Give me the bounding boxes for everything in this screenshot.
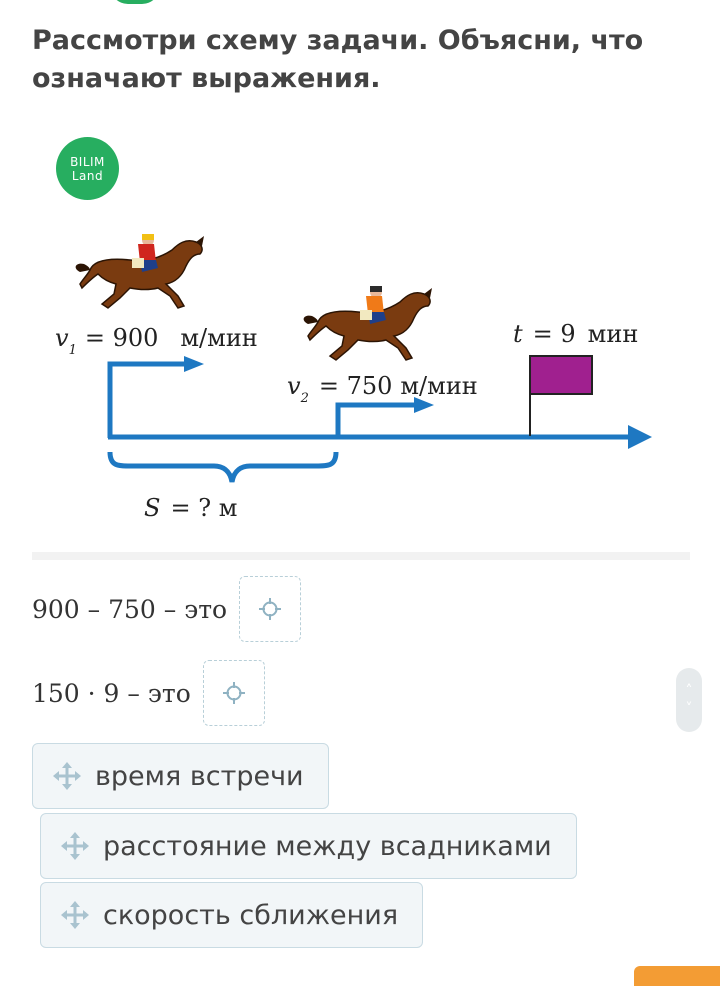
answer-label-2: расстояние между всадниками [103,830,552,862]
speed-arrow-2-head [414,397,434,413]
speed-arrow-2 [335,402,416,436]
header-decoration [110,0,160,4]
section-divider [32,552,690,560]
rider-1-icon [75,234,204,309]
logo-line1: BILIM [70,154,105,169]
scroll-control[interactable]: ˄ ˅ [676,668,702,732]
answer-label-3: скорость сближения [103,899,399,931]
expression-row-2: 150 · 9 – это [32,660,265,726]
speed-arrow-1 [107,361,186,438]
task-title: Рассмотри схему задачи. Объясни, что озн… [32,25,644,94]
answer-chip-distance[interactable]: расстояние между всадниками [40,813,577,879]
expression-1-text: 900 – 750 – это [32,594,228,624]
next-button[interactable] [634,966,720,986]
answer-chip-meeting-time[interactable]: время встречи [32,743,329,809]
move-icon [53,762,81,790]
expression-row-1: 900 – 750 – это [32,576,302,642]
answer-chip-approach-speed[interactable]: скорость сближения [40,882,424,948]
speed-arrow-1-head [184,356,204,372]
chevron-down-icon[interactable]: ˅ [685,701,693,717]
path-line-head [628,425,652,449]
bilimland-logo: BILIM Land [56,137,119,200]
distance-brace [107,451,339,483]
drop-target-2[interactable] [202,660,265,726]
move-icon [61,901,89,929]
expression-2-text: 150 · 9 – это [32,678,191,708]
rider-2-icon [303,286,432,361]
drop-target-1[interactable] [239,576,302,642]
crosshair-icon [259,598,282,620]
s-label: S= ? м [144,494,237,522]
answer-label-1: время встречи [95,760,304,792]
move-icon [61,832,89,860]
chevron-up-icon[interactable]: ˄ [685,683,693,699]
crosshair-icon [222,682,245,704]
logo-line2: Land [71,168,104,183]
finish-flag-icon [529,355,593,395]
